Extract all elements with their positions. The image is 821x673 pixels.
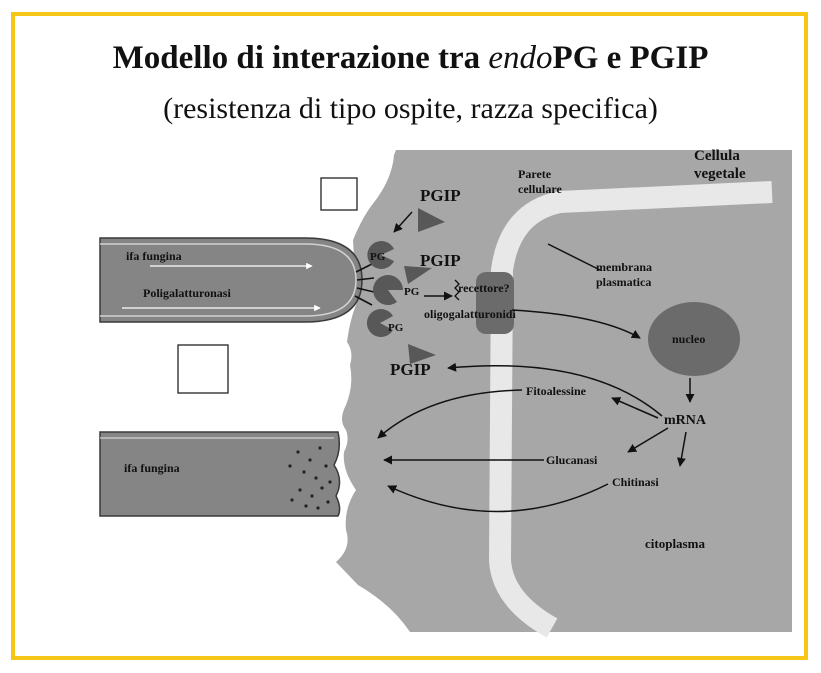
label-oligogalatturonidi: oligogalatturonidi (424, 307, 516, 321)
pg-protein-1 (367, 241, 394, 269)
hypha-bottom (99, 431, 341, 517)
nucleus (648, 302, 740, 376)
label-parete-2: cellulare (518, 182, 562, 196)
arrow-mrna-to-pgip (447, 362, 663, 417)
label-parete-1: Parete (518, 167, 552, 181)
slide-subtitle: (resistenza di tipo ospite, razza specif… (163, 92, 658, 125)
empty-box-1 (320, 177, 358, 211)
label-poligalatturonasi: Poligalatturonasi (143, 286, 231, 300)
pg-protein-2 (373, 274, 403, 305)
pg-protein-3 (366, 309, 393, 338)
slide-frame (11, 12, 808, 660)
label-pg-1: PG (370, 251, 386, 263)
label-glucanasi: Glucanasi (546, 453, 598, 467)
arrow-pgip-to-pg (393, 211, 413, 233)
label-ifa-fungina-top: ifa fungina (126, 249, 182, 263)
arrow-mrna-to-fitoalessine (611, 397, 659, 419)
title-part-3: PG e PGIP (552, 40, 709, 76)
label-ifa-fungina-bottom: ifa fungina (124, 461, 180, 475)
empty-box-2 (177, 344, 229, 394)
arrow-mrna-to-glucanasi (627, 427, 669, 453)
title-part-italic: endo (488, 40, 553, 76)
label-cellula-1: Cellula (694, 148, 740, 164)
label-pgip-3: PGIP (390, 360, 431, 379)
arrow-mrna-to-chitinasi (676, 431, 687, 467)
receptor (476, 272, 514, 334)
arrow-receptor-to-nucleus (511, 309, 641, 339)
label-mrna: mRNA (664, 413, 707, 428)
pathway-arrows (377, 211, 695, 513)
label-pg-2: PG (404, 286, 420, 298)
title-part-1: Modello di interazione tra (112, 40, 489, 76)
label-fitoalessine: Fitoalessine (526, 384, 587, 398)
label-pg-3: PG (388, 322, 404, 334)
hypha-top-membrane (100, 243, 357, 317)
label-recettore: recettore? (458, 281, 510, 295)
label-membrana-2: plasmatica (596, 275, 651, 289)
plant-cell-body (336, 150, 792, 632)
label-chitinasi: Chitinasi (612, 475, 659, 489)
arrow-fitoalessine-to-hypha (377, 389, 523, 439)
pgip-triangle-3 (408, 344, 436, 364)
slide-title: Modello di interazione tra endoPG e PGIP (0, 40, 821, 77)
label-pgip-2: PGIP (420, 251, 461, 270)
label-pgip-1: PGIP (420, 186, 461, 205)
label-citoplasma: citoplasma (645, 536, 705, 551)
secretion-lines (354, 263, 375, 306)
arrow-membrane-label (547, 243, 601, 271)
oligogalacturonide-squiggle (454, 279, 460, 301)
pgip-triangle-2 (404, 266, 432, 284)
label-membrana-1: membrana (596, 260, 652, 274)
cell-wall-band (488, 181, 773, 638)
label-nucleo: nucleo (672, 332, 705, 346)
label-cellula-2: vegetale (694, 166, 746, 182)
arrow-chitinasi-to-hypha (387, 483, 609, 513)
hypha-lysis-dots (288, 446, 332, 510)
pgip-triangle-1 (418, 208, 445, 232)
